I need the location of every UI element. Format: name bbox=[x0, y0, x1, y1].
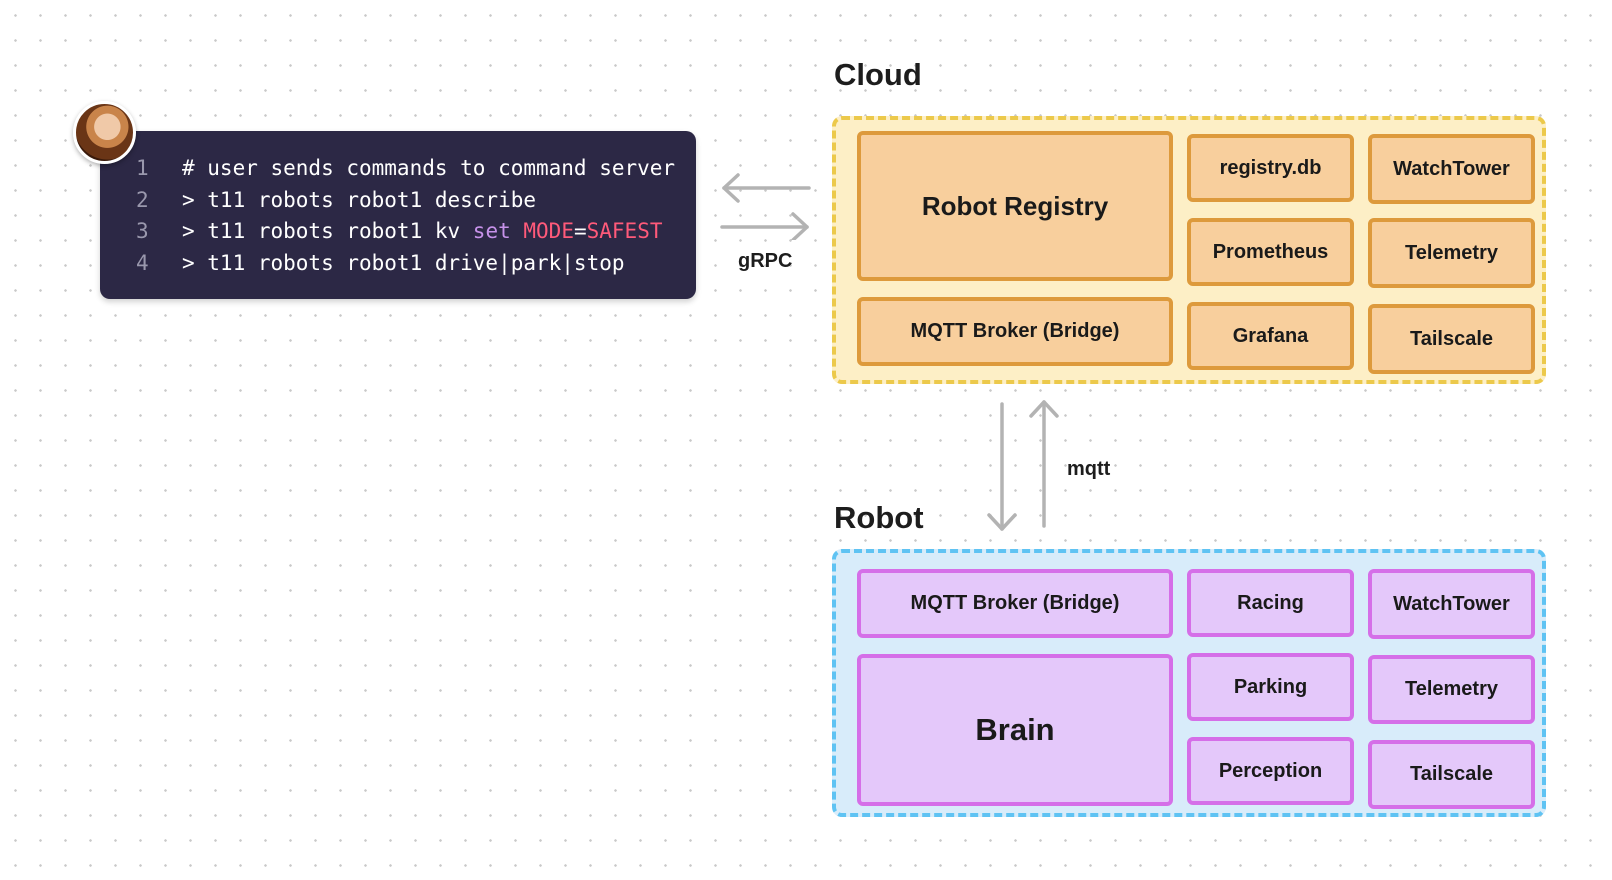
cloud-telemetry-node: Telemetry bbox=[1368, 218, 1535, 288]
code-token-kw: set bbox=[472, 219, 511, 243]
mqtt-label: mqtt bbox=[1067, 458, 1111, 480]
mqtt-arrow-down-head bbox=[987, 513, 1017, 531]
cloud-title: Cloud bbox=[834, 57, 922, 92]
mqtt-arrows bbox=[987, 400, 1059, 531]
grafana-node: Grafana bbox=[1187, 302, 1354, 370]
robot-telemetry-node: Telemetry bbox=[1368, 655, 1535, 724]
code-token: = bbox=[573, 219, 587, 243]
code-text: > t11 robots robot1 describe bbox=[182, 185, 536, 217]
code-token: > t11 robots robot1 describe bbox=[182, 187, 537, 212]
racing-node: Racing bbox=[1187, 569, 1354, 637]
line-number: 1 bbox=[136, 156, 149, 180]
robot-watchtower-node: WatchTower bbox=[1368, 569, 1535, 639]
code-line: 1 # user sends commands to command server bbox=[100, 153, 696, 185]
grpc-arrows bbox=[720, 173, 811, 240]
robot-tailscale-node: Tailscale bbox=[1368, 740, 1535, 809]
prometheus-node: Prometheus bbox=[1187, 218, 1354, 286]
robot-title: Robot bbox=[834, 500, 924, 535]
code-text: # user sends commands to command server bbox=[182, 153, 675, 185]
robot-registry-node: Robot Registry bbox=[857, 131, 1173, 281]
mqtt-arrow-up-head bbox=[1029, 400, 1059, 418]
grpc-arrow-left-head bbox=[722, 173, 740, 203]
code-token: > t11 robots robot1 drive|park|stop bbox=[182, 250, 625, 275]
line-number: 3 bbox=[136, 219, 149, 243]
cloud-mqtt-broker-node: MQTT Broker (Bridge) bbox=[857, 297, 1173, 366]
code-line: 4 > t11 robots robot1 drive|park|stop bbox=[100, 248, 696, 280]
code-text: > t11 robots robot1 drive|park|stop bbox=[182, 248, 625, 280]
parking-node: Parking bbox=[1187, 653, 1354, 721]
brain-node: Brain bbox=[857, 654, 1173, 806]
cloud-watchtower-node: WatchTower bbox=[1368, 134, 1535, 204]
code-text: > t11 robots robot1 kv set MODE=SAFEST bbox=[182, 216, 662, 248]
robot-mqtt-broker-node: MQTT Broker (Bridge) bbox=[857, 569, 1173, 638]
code-token: > t11 robots robot1 kv bbox=[182, 219, 473, 243]
grpc-arrow-right-head bbox=[791, 212, 809, 240]
line-number: 4 bbox=[136, 250, 149, 275]
code-token-var: MODE bbox=[523, 219, 574, 243]
code-token-var: SAFEST bbox=[586, 219, 663, 243]
user-avatar bbox=[73, 101, 136, 164]
line-number: 2 bbox=[136, 187, 149, 212]
registry-db-node: registry.db bbox=[1187, 134, 1354, 202]
cloud-tailscale-node: Tailscale bbox=[1368, 304, 1535, 374]
code-token: # user sends commands to command server bbox=[182, 156, 676, 180]
code-line: 2 > t11 robots robot1 describe bbox=[100, 185, 696, 217]
command-code-panel: 1 # user sends commands to command server… bbox=[100, 131, 696, 299]
code-line: 3 > t11 robots robot1 kv set MODE=SAFEST bbox=[100, 216, 696, 248]
code-token bbox=[511, 219, 524, 243]
grpc-label: gRPC bbox=[738, 250, 793, 272]
perception-node: Perception bbox=[1187, 737, 1354, 805]
